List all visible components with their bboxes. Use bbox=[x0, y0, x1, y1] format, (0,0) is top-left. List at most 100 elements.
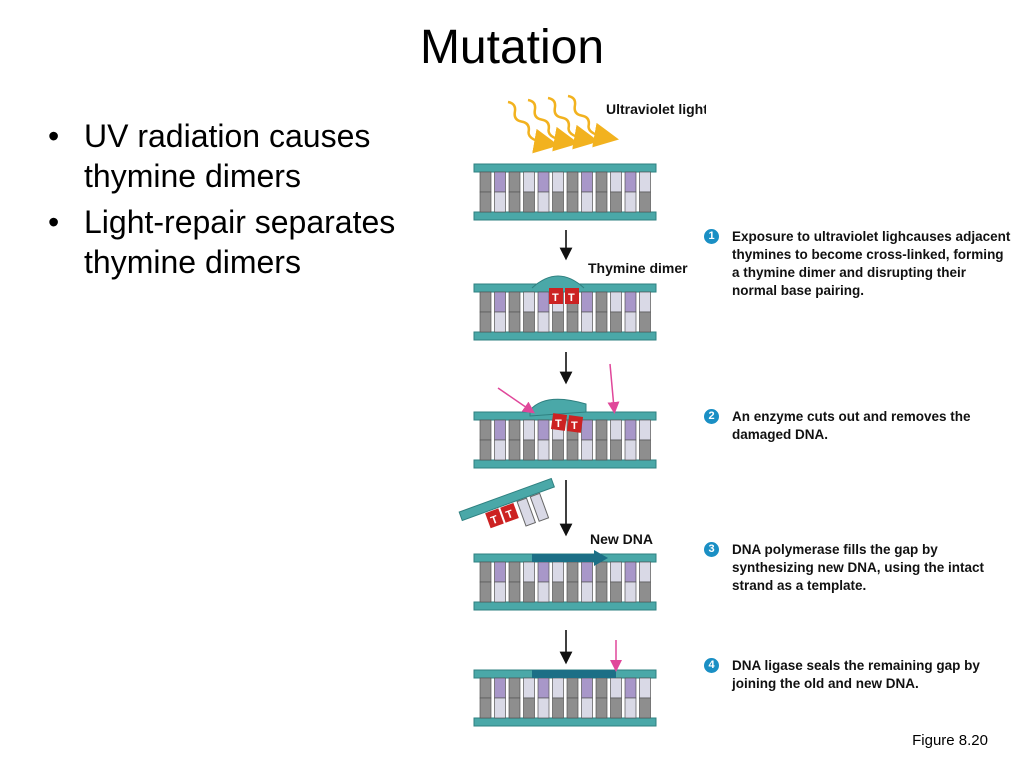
base bbox=[566, 561, 579, 583]
base bbox=[494, 561, 506, 583]
base bbox=[523, 439, 535, 461]
base bbox=[610, 291, 622, 313]
thymine-dimer-label: Thymine dimer bbox=[588, 260, 688, 276]
new-dna-label: New DNA bbox=[590, 531, 653, 547]
base bbox=[552, 439, 564, 461]
base bbox=[479, 171, 492, 193]
dna-backbone bbox=[473, 211, 657, 221]
base bbox=[479, 439, 492, 461]
base bbox=[479, 311, 492, 333]
base bbox=[566, 191, 579, 213]
base bbox=[494, 191, 506, 213]
base bbox=[479, 191, 492, 213]
base bbox=[523, 419, 535, 441]
svg-text:T: T bbox=[489, 514, 500, 528]
step-number-badge: 4 bbox=[704, 658, 719, 673]
base bbox=[508, 419, 521, 441]
base bbox=[508, 677, 521, 699]
base bbox=[624, 677, 637, 699]
dna-duplex bbox=[473, 553, 657, 611]
base bbox=[595, 677, 608, 699]
base bbox=[581, 419, 593, 441]
base bbox=[537, 311, 550, 333]
base bbox=[537, 291, 550, 313]
base bbox=[595, 171, 608, 193]
base bbox=[581, 697, 593, 719]
base bbox=[624, 419, 637, 441]
step-text: An enzyme cuts out and removes the damag… bbox=[732, 409, 971, 442]
base bbox=[537, 581, 550, 603]
base bbox=[639, 561, 651, 583]
cut-site-arrow bbox=[497, 387, 535, 414]
base bbox=[581, 439, 593, 461]
base bbox=[508, 191, 521, 213]
base bbox=[595, 419, 608, 441]
excised-fragment: T T bbox=[458, 477, 555, 529]
base bbox=[537, 191, 550, 213]
base bbox=[508, 291, 521, 313]
base bbox=[508, 561, 521, 583]
base bbox=[479, 581, 492, 603]
svg-text:T: T bbox=[504, 508, 515, 522]
base bbox=[610, 419, 622, 441]
base bbox=[566, 677, 579, 699]
base bbox=[494, 581, 506, 603]
step-number-badge: 2 bbox=[704, 409, 719, 424]
uv-light-arrows bbox=[507, 94, 619, 154]
dna-backbone bbox=[473, 459, 657, 469]
base bbox=[523, 561, 535, 583]
base bbox=[595, 561, 608, 583]
dna-backbone bbox=[473, 601, 657, 611]
base bbox=[624, 561, 637, 583]
base bbox=[566, 697, 579, 719]
base bbox=[494, 291, 506, 313]
base bbox=[639, 419, 651, 441]
base bbox=[479, 291, 492, 313]
base bbox=[508, 581, 521, 603]
base bbox=[552, 191, 564, 213]
dna-repair-figure: Ultraviolet light T T Thymine dimer T T … bbox=[458, 94, 706, 727]
dna-panels bbox=[473, 163, 657, 727]
thymine-dimer-bulge: T T bbox=[531, 275, 585, 304]
base bbox=[624, 171, 637, 193]
base bbox=[581, 561, 593, 583]
base bbox=[508, 439, 521, 461]
base bbox=[595, 439, 608, 461]
base bbox=[639, 677, 651, 699]
bullet-list: •UV radiation causes thymine dimers •Lig… bbox=[48, 116, 428, 288]
base bbox=[595, 581, 608, 603]
base bbox=[523, 171, 535, 193]
base bbox=[552, 581, 564, 603]
base bbox=[479, 677, 492, 699]
dna-duplex bbox=[473, 669, 657, 727]
base bbox=[523, 697, 535, 719]
base bbox=[537, 697, 550, 719]
base bbox=[552, 677, 564, 699]
base bbox=[523, 677, 535, 699]
svg-text:T: T bbox=[568, 292, 575, 304]
step-number-badge: 3 bbox=[704, 542, 719, 557]
base bbox=[494, 439, 506, 461]
base bbox=[494, 311, 506, 333]
base bbox=[494, 419, 506, 441]
dna-backbone bbox=[473, 163, 657, 173]
base bbox=[523, 581, 535, 603]
dna-backbone bbox=[473, 331, 657, 341]
base bbox=[523, 191, 535, 213]
base bbox=[624, 581, 637, 603]
base bbox=[508, 311, 521, 333]
base bbox=[624, 291, 637, 313]
base bbox=[552, 561, 564, 583]
base bbox=[537, 677, 550, 699]
base bbox=[479, 419, 492, 441]
base bbox=[537, 561, 550, 583]
base bbox=[508, 697, 521, 719]
base bbox=[624, 311, 637, 333]
new-dna-strand bbox=[532, 550, 608, 566]
base bbox=[639, 291, 651, 313]
base bbox=[581, 291, 593, 313]
svg-text:T: T bbox=[571, 420, 578, 432]
base bbox=[566, 581, 579, 603]
base bbox=[595, 311, 608, 333]
base bbox=[537, 439, 550, 461]
